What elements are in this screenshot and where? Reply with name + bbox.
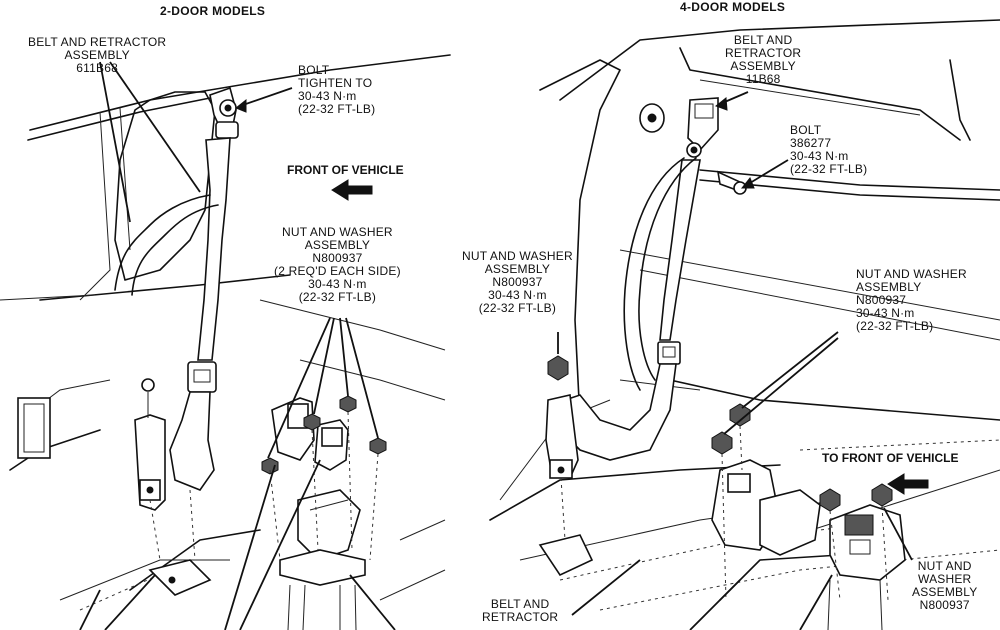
- label-line: (22-32 FT-LB): [856, 319, 934, 333]
- label-line: ASSEMBLY: [304, 238, 371, 252]
- two-door-bolt-label: BOLT TIGHTEN TO 30-43 N·m (22-32 FT-LB): [298, 64, 375, 116]
- label-line: RETRACTOR: [725, 46, 802, 60]
- label-line: RETRACTOR: [482, 610, 559, 624]
- label-line: ASSEMBLY: [64, 48, 130, 62]
- four-door-belt-label: BELT AND RETRACTOR ASSEMBLY 11B68: [725, 34, 801, 86]
- two-door-belt-label: BELT AND RETRACTOR ASSEMBLY 611B68: [28, 36, 166, 75]
- label-line: N800937: [856, 293, 907, 307]
- label-line: TIGHTEN TO: [298, 76, 373, 90]
- label-line: ASSEMBLY: [730, 59, 796, 73]
- four-door-nut-right-label: NUT AND WASHER ASSEMBLY N800937 30-43 N·…: [856, 268, 967, 333]
- four-door-bolt-label: BOLT 386277 30-43 N·m (22-32 FT-LB): [790, 124, 867, 176]
- two-door-front-label: FRONT OF VEHICLE: [287, 163, 404, 177]
- label-line: 611B68: [76, 61, 118, 75]
- arrow-left-icon: [331, 179, 373, 201]
- four-door-header: 4-DOOR MODELS: [680, 0, 786, 14]
- label-line: ASSEMBLY: [856, 280, 922, 294]
- label-line: 11B68: [745, 72, 781, 86]
- four-door-illustration: [489, 19, 1000, 630]
- label-line: (22-32 FT-LB): [298, 102, 376, 116]
- two-door-illustration: [0, 54, 451, 630]
- label-line: 30-43 N·m: [488, 288, 547, 302]
- label-line: N800937: [492, 275, 543, 289]
- label-line: ASSEMBLY: [912, 585, 978, 599]
- label-line: 30-43 N·m: [790, 149, 849, 163]
- label-line: BELT AND RETRACTOR: [28, 35, 167, 49]
- label-line: 30-43 N·m: [298, 89, 357, 103]
- label-line: NUT AND WASHER: [856, 267, 967, 281]
- label-line: ASSEMBLY: [484, 262, 551, 276]
- four-door-front-label: TO FRONT OF VEHICLE: [822, 451, 959, 465]
- label-line: (22-32 FT-LB): [298, 290, 377, 304]
- label-line: NUT AND: [917, 559, 972, 573]
- label-line: 30-43 N·m: [308, 277, 367, 291]
- label-line: BOLT: [298, 63, 330, 77]
- label-line: (22-32 FT-LB): [478, 301, 557, 315]
- four-door-nut-left-label: NUT AND WASHER ASSEMBLY N800937 30-43 N·…: [462, 250, 573, 315]
- label-line: 386277: [790, 136, 832, 150]
- arrow-left-icon: [887, 473, 929, 495]
- label-line: (22-32 FT-LB): [790, 162, 868, 176]
- label-line: BOLT: [790, 123, 822, 137]
- label-line: N800937: [312, 251, 363, 265]
- label-line: BELT AND: [490, 597, 550, 611]
- label-line: 30-43 N·m: [856, 306, 915, 320]
- two-door-nut-label: NUT AND WASHER ASSEMBLY N800937 (2 REQ'D…: [274, 226, 401, 304]
- two-door-header: 2-DOOR MODELS: [160, 4, 266, 18]
- label-line: NUT AND WASHER: [281, 225, 393, 239]
- label-line: NUT AND WASHER: [462, 249, 573, 263]
- label-line: N800937: [919, 598, 970, 612]
- label-line: BELT AND: [733, 33, 793, 47]
- label-line: WASHER: [917, 572, 972, 586]
- four-door-nut-bottom-label: NUT AND WASHER ASSEMBLY N800937: [912, 560, 977, 612]
- four-door-belt-bottom-label: BELT AND RETRACTOR: [482, 598, 558, 624]
- label-line: (2 REQ'D EACH SIDE): [274, 264, 401, 278]
